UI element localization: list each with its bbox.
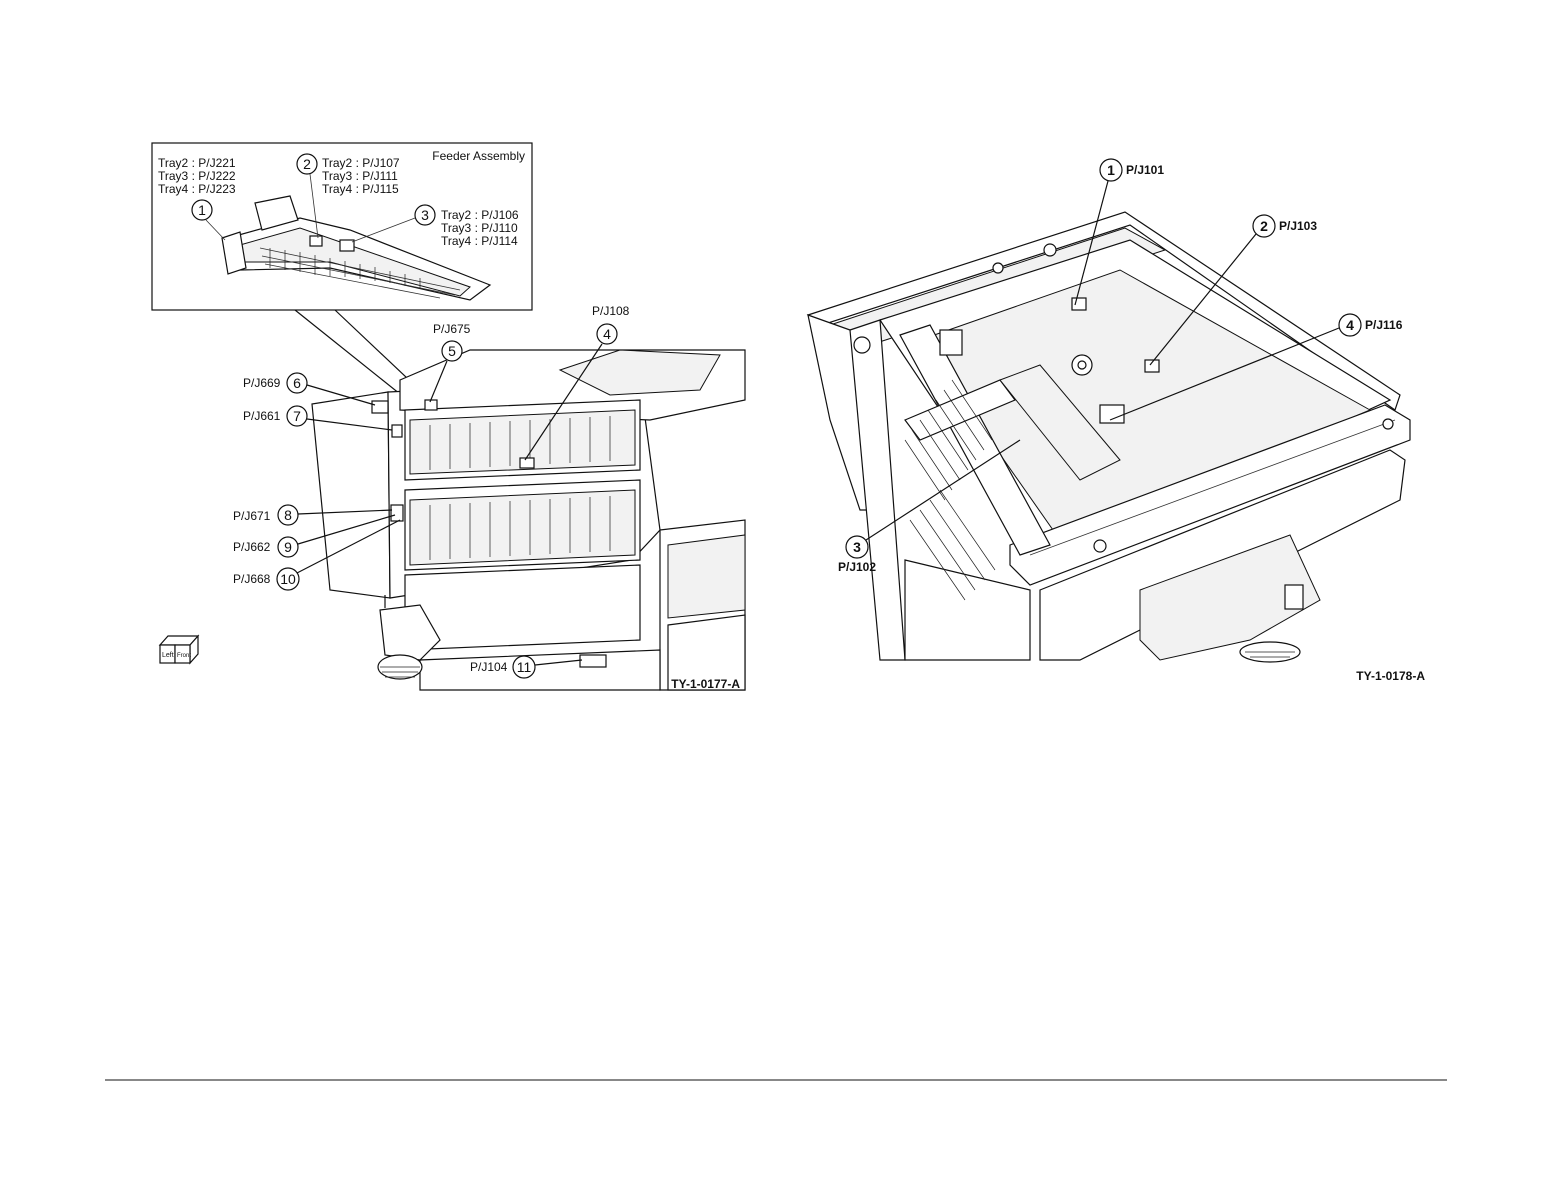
callout-number: 3 <box>853 539 861 555</box>
inset-title: Feeder Assembly <box>432 149 525 163</box>
callout-circle <box>596 323 618 345</box>
figure-id: TY-1-0177-A <box>671 677 740 691</box>
callout-label: P/J108 <box>592 304 630 318</box>
feeder-assembly-inset: Feeder Assembly Tray2 : P/J221 Tray3 : P… <box>151 142 533 399</box>
callout-label: P/J668 <box>233 572 271 586</box>
callout-number: 4 <box>603 326 611 342</box>
callout-9: P/J662 9 <box>233 514 396 558</box>
callout-4: P/J108 4 <box>524 304 630 461</box>
callout-circle <box>191 199 213 221</box>
tray-module-illustration <box>806 211 1411 663</box>
leader-line <box>296 519 401 574</box>
inset-list-b-item: Tray4 : P/J115 <box>322 182 399 196</box>
callout-r4: 4 P/J116 <box>1109 313 1403 421</box>
inset-list-a-item: Tray3 : P/J222 <box>158 169 236 183</box>
callout-circle <box>441 340 463 362</box>
callout-label: P/J116 <box>1365 318 1403 332</box>
callout-number: 11 <box>517 659 532 675</box>
callout-r3: 3 P/J102 <box>838 439 1021 574</box>
feeder-unit-illustration <box>311 349 746 691</box>
callout-label: P/J661 <box>243 409 281 423</box>
callout-label: P/J102 <box>838 560 876 574</box>
callout-number: 8 <box>284 507 292 523</box>
leader-line <box>297 514 396 545</box>
callout-11: P/J104 11 <box>470 655 583 679</box>
callout-label: P/J675 <box>433 322 471 336</box>
leader-line <box>534 659 583 666</box>
callout-number: 2 <box>1260 218 1268 234</box>
callout-circle <box>277 504 299 526</box>
callout-number: 5 <box>448 343 456 359</box>
callout-number: 4 <box>1346 317 1354 333</box>
callout-10: P/J668 10 <box>233 519 401 591</box>
callout-label: P/J101 <box>1126 163 1164 177</box>
leader-line <box>306 384 376 406</box>
callout-number: 1 <box>198 202 206 218</box>
inset-list-c-item: Tray3 : P/J110 <box>441 221 518 235</box>
leader-line <box>865 439 1021 541</box>
callout-5: P/J675 5 <box>429 322 471 403</box>
feeder-assembly-illustration <box>205 173 492 301</box>
callout-number: 7 <box>293 408 301 424</box>
leader-line <box>1149 233 1257 366</box>
inset-frame <box>151 142 533 311</box>
inset-list-b-item: Tray3 : P/J111 <box>322 169 398 183</box>
callout-number: 6 <box>293 375 301 391</box>
right-figure: 1 P/J101 2 P/J103 3 P/J102 4 P/J116 TY-1… <box>806 158 1425 683</box>
callout-number: 3 <box>421 207 429 223</box>
callout-circle <box>1252 214 1276 238</box>
callout-circle <box>1338 313 1362 337</box>
callout-circle <box>277 536 299 558</box>
inset-list-c-item: Tray2 : P/J106 <box>441 208 519 222</box>
leader-line <box>524 343 603 461</box>
callout-r2: 2 P/J103 <box>1149 214 1317 366</box>
callout-circle <box>512 655 536 679</box>
leader-line <box>1074 180 1109 306</box>
callout-circle <box>286 372 308 394</box>
figure-id: TY-1-0178-A <box>1356 669 1425 683</box>
leader-line <box>297 509 393 515</box>
callout-7: P/J661 7 <box>243 405 393 431</box>
inset-list-a-item: Tray2 : P/J221 <box>158 156 236 170</box>
cube-front-label: Front <box>177 653 191 659</box>
leader-line <box>306 418 393 431</box>
callout-number: 2 <box>303 156 311 172</box>
inset-list-a-item: Tray4 : P/J223 <box>158 182 236 196</box>
callout-label: P/J104 <box>470 660 508 674</box>
cube-left-label: Left <box>162 652 174 659</box>
callout-6: P/J669 6 <box>243 372 376 406</box>
callout-number: 1 <box>1107 162 1115 178</box>
callout-circle <box>286 405 308 427</box>
left-figure: Feeder Assembly Tray2 : P/J221 Tray3 : P… <box>151 142 746 691</box>
callout-number: 10 <box>280 571 296 587</box>
callout-8: P/J671 8 <box>233 504 393 526</box>
callout-circle <box>414 204 436 226</box>
leader-line <box>1109 327 1340 421</box>
callout-r1: 1 P/J101 <box>1074 158 1164 306</box>
callout-circle <box>1099 158 1123 182</box>
inset-list-b-item: Tray2 : P/J107 <box>322 156 400 170</box>
inset-list-c-item: Tray4 : P/J114 <box>441 234 518 248</box>
callout-label: P/J671 <box>233 509 271 523</box>
callout-number: 9 <box>284 539 292 555</box>
callout-circle <box>296 153 318 175</box>
callout-label: P/J103 <box>1279 219 1317 233</box>
orientation-cube-icon: Left Front <box>158 634 200 665</box>
callout-circle <box>276 567 300 591</box>
callout-label: P/J669 <box>243 376 281 390</box>
leader-line <box>429 360 448 403</box>
callout-label: P/J662 <box>233 540 271 554</box>
callout-circle <box>845 535 869 559</box>
